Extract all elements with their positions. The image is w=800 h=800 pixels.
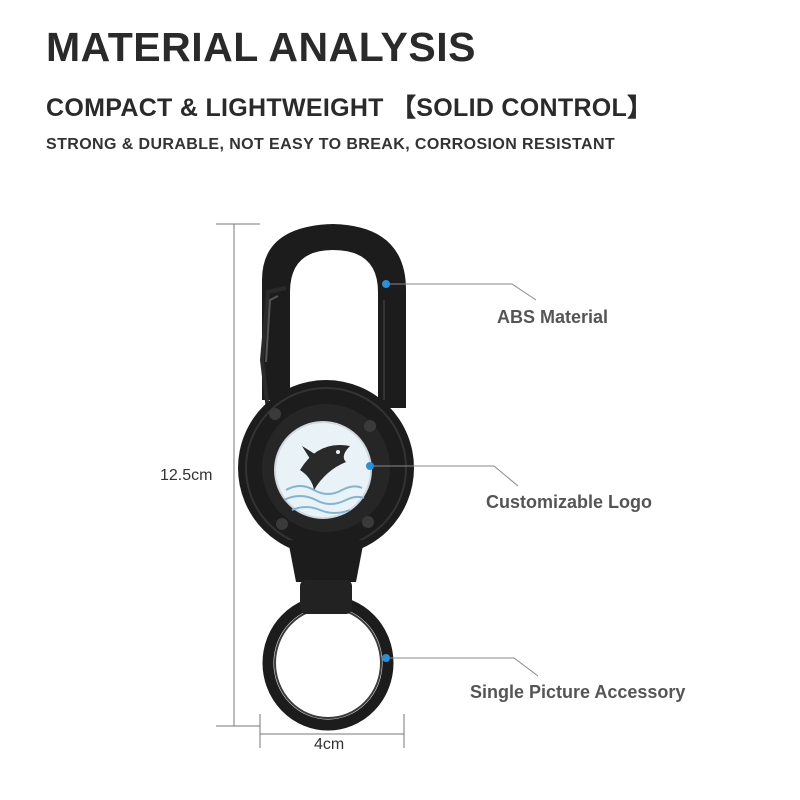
carabiner [259,224,406,411]
callout-logo-leader [366,462,519,487]
callout-label-customizable-logo: Customizable Logo [486,492,652,512]
feature-tagline: STRONG & DURABLE, NOT EASY TO BREAK, COR… [46,136,616,153]
callout-label-abs-material: ABS Material [497,307,609,327]
callout-abs-leader [382,280,537,301]
callout-ring-leader [382,654,539,677]
callout-label-single-picture-accessory: Single Picture Accessory [470,682,686,702]
height-dimension-label: 12.5cm [160,467,213,484]
page-title: MATERIAL ANALYSIS [46,24,476,70]
fish-icon [274,421,372,519]
page-subtitle: COMPACT & LIGHTWEIGHT 【SOLID CONTROL】 [46,94,653,122]
width-dimension-line [259,714,405,748]
height-dimension-line [216,223,260,727]
width-dimension-label: 4cm [314,736,345,753]
split-ring [262,595,394,731]
